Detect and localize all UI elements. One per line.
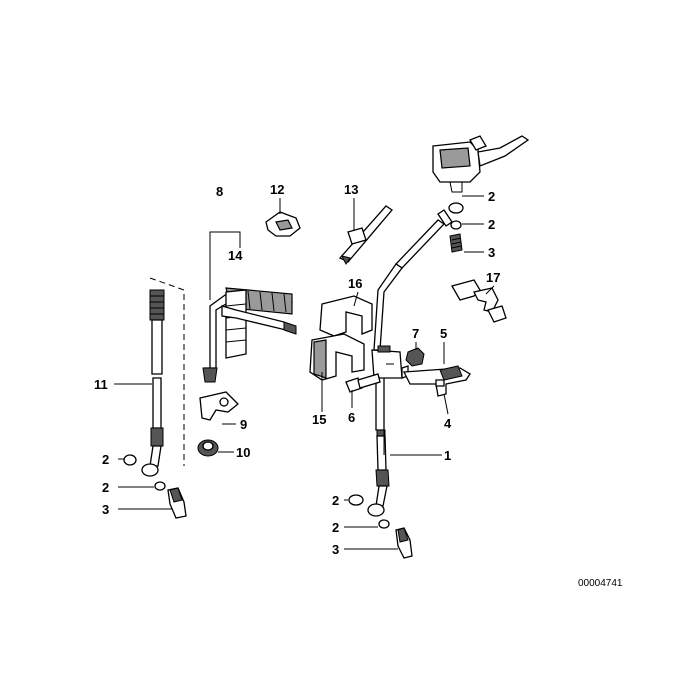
callout-2: 2 — [488, 217, 495, 232]
callout-5: 5 — [440, 326, 447, 341]
brake-line-11 — [141, 289, 165, 477]
right-lower-fittings — [378, 519, 413, 559]
callout-6: 6 — [348, 410, 355, 425]
nut-7 — [405, 347, 425, 367]
leader-lines — [114, 195, 495, 550]
callout-labels: 1 2 2 3 2 2 3 2 2 3 4 5 6 7 8 9 10 11 12… — [94, 182, 500, 557]
right-brake-line — [367, 209, 453, 517]
callout-16: 16 — [348, 276, 362, 291]
callout-2: 2 — [102, 480, 109, 495]
clamp-17 — [451, 279, 507, 323]
left-lower-fittings — [123, 454, 187, 519]
callout-9: 9 — [240, 417, 247, 432]
guide-15 — [309, 333, 365, 381]
grommet-10 — [197, 439, 219, 457]
bracket-4 — [402, 365, 471, 397]
hose-14 — [202, 287, 297, 383]
callout-8: 8 — [216, 184, 223, 199]
callout-15: 15 — [312, 412, 326, 427]
right-side-small-o-ring — [348, 494, 364, 506]
callout-10: 10 — [236, 445, 250, 460]
callout-11: 11 — [94, 377, 108, 392]
callout-13: 13 — [344, 182, 358, 197]
callout-2: 2 — [332, 493, 339, 508]
callout-3: 3 — [102, 502, 109, 517]
bracket-9 — [199, 391, 239, 421]
brake-lever-assembly — [432, 135, 530, 193]
callout-17: 17 — [486, 270, 500, 285]
callout-2: 2 — [332, 520, 339, 535]
guide-16 — [319, 295, 373, 337]
callout-4: 4 — [444, 416, 452, 431]
dashed-bracket — [149, 277, 185, 466]
callout-2: 2 — [488, 189, 495, 204]
callout-3: 3 — [488, 245, 495, 260]
bracket-8 — [209, 231, 241, 300]
callout-2: 2 — [102, 452, 109, 467]
distribution-block — [371, 345, 409, 379]
callout-14: 14 — [228, 248, 243, 263]
diagram-reference-number: 00004741 — [578, 578, 623, 589]
callout-1: 1 — [444, 448, 451, 463]
callout-7: 7 — [412, 326, 419, 341]
lever-fittings — [448, 202, 464, 253]
callout-3: 3 — [332, 542, 339, 557]
clip-13 — [338, 205, 393, 265]
bolt-6 — [345, 373, 381, 393]
callout-12: 12 — [270, 182, 284, 197]
clip-12 — [265, 211, 301, 237]
